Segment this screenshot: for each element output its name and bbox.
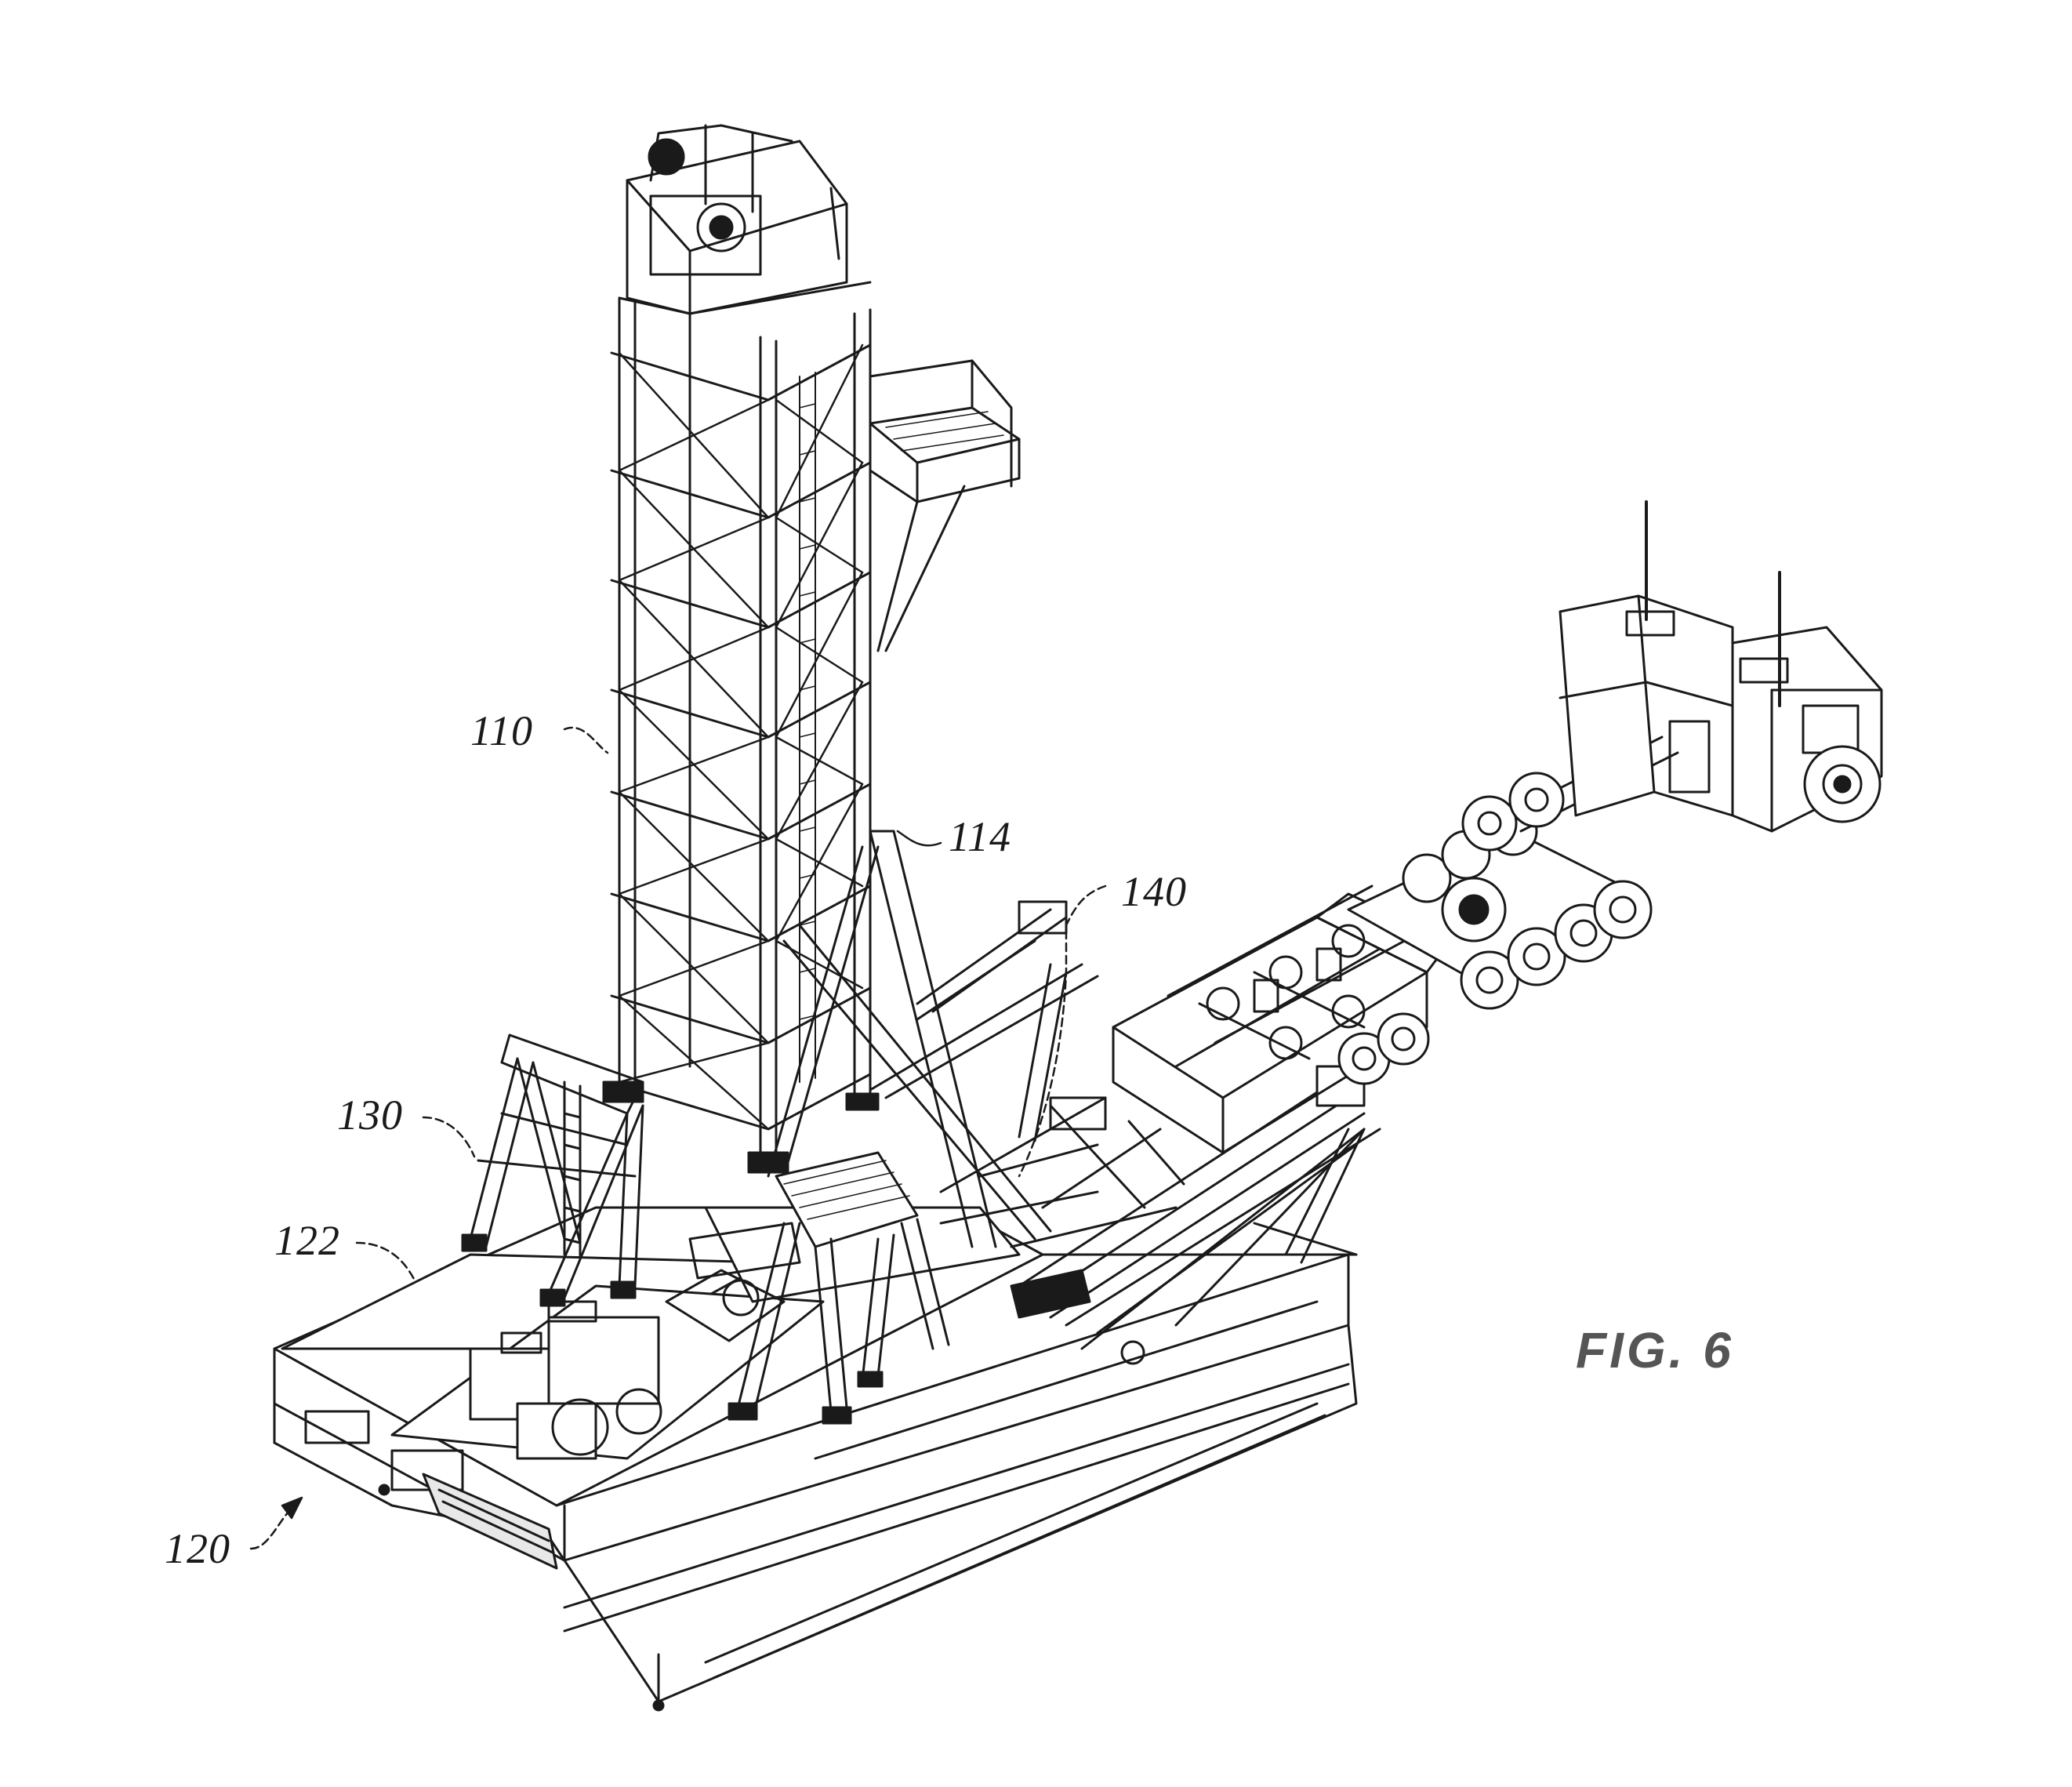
catwalk [939, 1065, 1381, 1350]
monkey-board [869, 359, 1021, 652]
label-122: 122 [274, 1217, 340, 1264]
mast [602, 281, 880, 1174]
pipe-ramp [869, 900, 1107, 1193]
crown-block [618, 124, 872, 315]
engine-unit [469, 1300, 662, 1460]
mast-leg [767, 830, 1052, 1248]
label-130: 130 [337, 1091, 403, 1139]
label-140: 140 [1121, 868, 1187, 915]
truck-tractor [1461, 500, 1883, 852]
leader-lines [249, 726, 1107, 1550]
figure-caption: FIG. 6 [1576, 1322, 1734, 1378]
label-114: 114 [949, 813, 1011, 860]
label-110: 110 [470, 707, 533, 754]
label-120: 120 [165, 1525, 230, 1572]
drill-floor [728, 1151, 950, 1425]
trailer [1112, 884, 1452, 1154]
